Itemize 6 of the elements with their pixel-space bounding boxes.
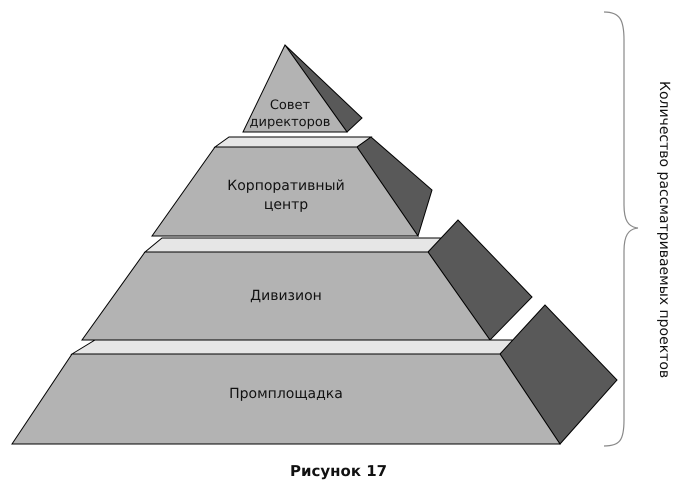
axis-note: Количество рассматриваемых проектов [656,80,672,381]
level-label: Корпоративный центр [226,177,346,215]
figure-caption: Рисунок 17 [290,462,388,480]
level-label: Промплощадка [228,384,344,404]
level-label: Дивизион [249,286,323,306]
level-label: Совет директоров [248,97,332,131]
